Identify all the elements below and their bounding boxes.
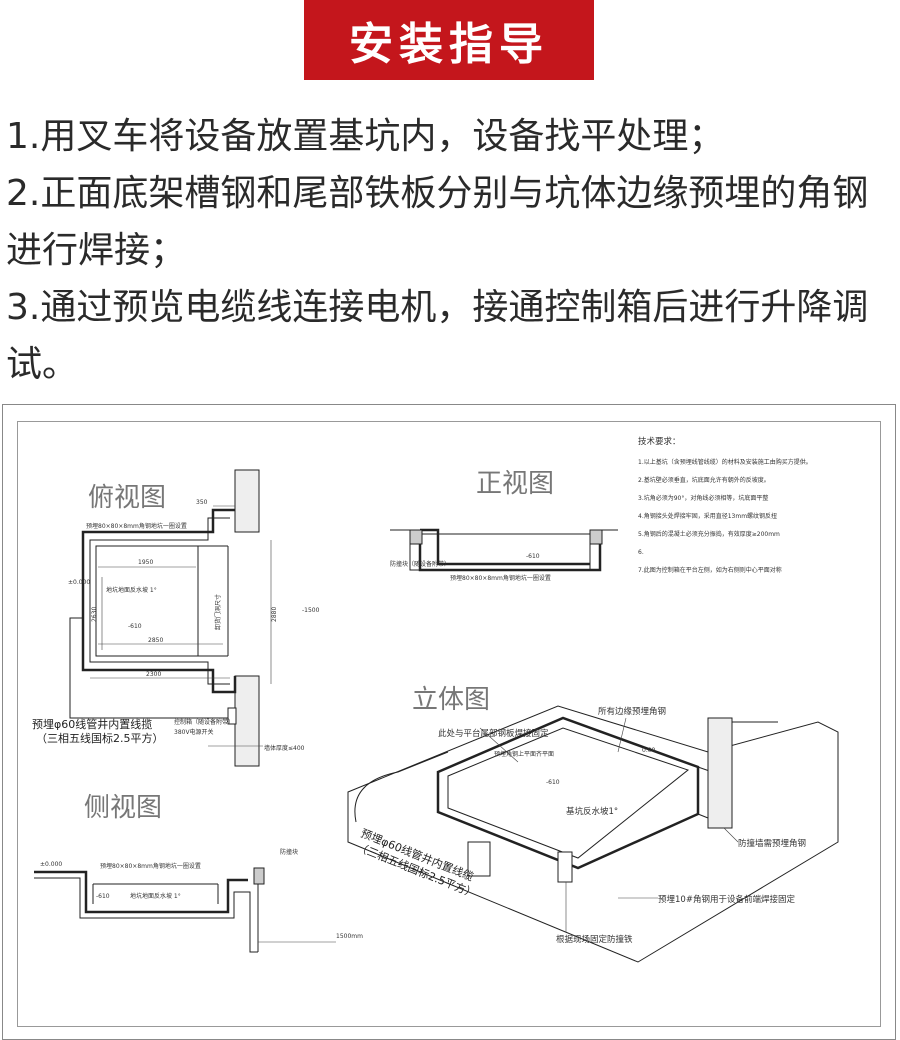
svg-text:控制箱（随设备附带）: 控制箱（随设备附带） [174, 718, 234, 726]
svg-text:所有边缘预埋角钢: 所有边缘预埋角钢 [598, 706, 666, 717]
svg-text:1950: 1950 [138, 559, 153, 566]
iso-control-box [467, 841, 491, 877]
drawing-frame: 俯视图 1950 2630 2850 2300 [2, 404, 896, 1040]
side-view: 侧视图 ±0.000 预埋80×80×8mm角钢地坑一圈设置 -610 地坑地面… [34, 793, 363, 953]
page-title: 安装指导 [304, 0, 594, 80]
svg-text:此处与平台尾部钢板焊接固定: 此处与平台尾部钢板焊接固定 [438, 728, 549, 739]
svg-text:预埋80×80×8mm角钢地坑一圈设置: 预埋80×80×8mm角钢地坑一圈设置 [86, 522, 187, 530]
install-steps: 1.用叉车将设备放置基坑内，设备找平处理； 2.正面底架槽钢和尾部铁板分别与坑体… [6, 108, 894, 393]
drawing-border: 俯视图 1950 2630 2850 2300 [17, 421, 881, 1027]
svg-text:5.角钢后的混凝土必须充分振捣，有效厚度≥200mm: 5.角钢后的混凝土必须充分振捣，有效厚度≥200mm [638, 530, 780, 538]
side-pit-outline [34, 870, 248, 914]
svg-text:2850: 2850 [148, 637, 163, 644]
svg-text:2300: 2300 [146, 671, 161, 678]
svg-text:-610: -610 [96, 893, 110, 900]
step-3: 3.通过预览电缆线连接电机，接通控制箱后进行升降调试。 [6, 287, 869, 385]
control-box-mark [227, 707, 237, 725]
svg-text:根据现场固定防撞铁: 根据现场固定防撞铁 [556, 934, 633, 945]
iso-view: 立体图 此处与平台尾部钢板焊接固定 所有边缘预埋角钢 0.00 预 [347, 685, 839, 963]
svg-text:-610: -610 [128, 623, 142, 630]
pit-outline [81, 508, 237, 694]
top-view: 俯视图 1950 2630 2850 2300 [32, 469, 320, 767]
conduit-line [69, 617, 228, 719]
svg-text:350: 350 [196, 499, 208, 506]
front-view-title: 正视图 [476, 469, 554, 499]
wall-upper [234, 469, 260, 533]
svg-text:防撞块: 防撞块 [280, 848, 298, 856]
front-view: 正视图 -610 预埋80×80×8mm角钢地坑一圈设置 防撞块（随设备附带） [390, 469, 618, 582]
svg-text:3.坑角必须为90°，对角线必须相等，坑底面平整: 3.坑角必须为90°，对角线必须相等，坑底面平整 [638, 494, 768, 502]
svg-text:6.: 6. [638, 549, 644, 556]
svg-text:2880: 2880 [271, 607, 278, 622]
wall-lower [234, 675, 260, 767]
svg-text:-1500: -1500 [302, 607, 320, 614]
svg-text:-610: -610 [546, 779, 560, 786]
iso-view-title: 立体图 [412, 685, 490, 715]
svg-text:地坑地面反水坡 1°: 地坑地面反水坡 1° [130, 892, 181, 900]
svg-text:2.基坑壁必须垂直，坑底面允许有朝外的反坡度。: 2.基坑壁必须垂直，坑底面允许有朝外的反坡度。 [638, 476, 770, 484]
svg-text:1500mm: 1500mm [336, 933, 363, 940]
svg-text:（三相五线国标2.5平方）: （三相五线国标2.5平方） [36, 731, 164, 745]
iso-bumper [557, 851, 573, 883]
iso-wall [707, 717, 733, 829]
svg-text:预埋角钢上平面齐平面: 预埋角钢上平面齐平面 [494, 750, 554, 758]
svg-text:预埋80×80×8mm角钢地坑一圈设置: 预埋80×80×8mm角钢地坑一圈设置 [450, 574, 551, 582]
svg-text:地坑地面反水坡 1°: 地坑地面反水坡 1° [106, 586, 157, 594]
svg-text:-610: -610 [526, 553, 540, 560]
tech-notes: 技术要求： 1.以上基坑（含预埋线管线缆）的材料及安装施工由购买方提供。 2.基… [638, 436, 812, 574]
svg-text:0.00: 0.00 [642, 747, 656, 754]
svg-text:2630: 2630 [91, 607, 98, 622]
svg-text:±0.000: ±0.000 [40, 861, 62, 868]
top-view-title: 俯视图 [88, 483, 166, 513]
installation-drawing: 俯视图 1950 2630 2850 2300 [32, 436, 839, 963]
svg-text:预埋10#角钢用于设备前端焊接固定: 预埋10#角钢用于设备前端焊接固定 [658, 894, 795, 905]
svg-text:380V电源开关: 380V电源开关 [174, 728, 214, 736]
svg-text:±0.000: ±0.000 [68, 579, 90, 586]
svg-text:1.以上基坑（含预埋线管线缆）的材料及安装施工由购买方提供。: 1.以上基坑（含预埋线管线缆）的材料及安装施工由购买方提供。 [638, 458, 812, 466]
svg-text:预埋80×80×8mm角钢地坑一圈设置: 预埋80×80×8mm角钢地坑一圈设置 [100, 862, 201, 870]
svg-text:防撞块（随设备附带）: 防撞块（随设备附带） [390, 560, 450, 568]
svg-text:技术要求：: 技术要求： [638, 436, 681, 447]
step-1: 1.用叉车将设备放置基坑内，设备找平处理； [6, 116, 725, 157]
svg-text:墙体厚度≤400: 墙体厚度≤400 [264, 744, 305, 752]
svg-text:7.此图为控制箱在平台左侧，如为右侧则中心平面对称: 7.此图为控制箱在平台左侧，如为右侧则中心平面对称 [638, 566, 782, 574]
svg-text:4.角钢接头处焊接牢固，采用直径13mm螺纹钢反扭: 4.角钢接头处焊接牢固，采用直径13mm螺纹钢反扭 [638, 512, 777, 520]
svg-text:卸货门洞尺寸: 卸货门洞尺寸 [214, 594, 222, 630]
svg-text:预埋φ60线管井内置线揽: 预埋φ60线管井内置线揽 [32, 717, 152, 731]
step-2: 2.正面底架槽钢和尾部铁板分别与坑体边缘预埋的角钢进行焊接； [6, 173, 869, 271]
svg-text:防撞墙需预埋角钢: 防撞墙需预埋角钢 [738, 838, 806, 849]
side-view-title: 侧视图 [84, 793, 162, 823]
svg-text:基坑反水坡1°: 基坑反水坡1° [566, 806, 618, 817]
